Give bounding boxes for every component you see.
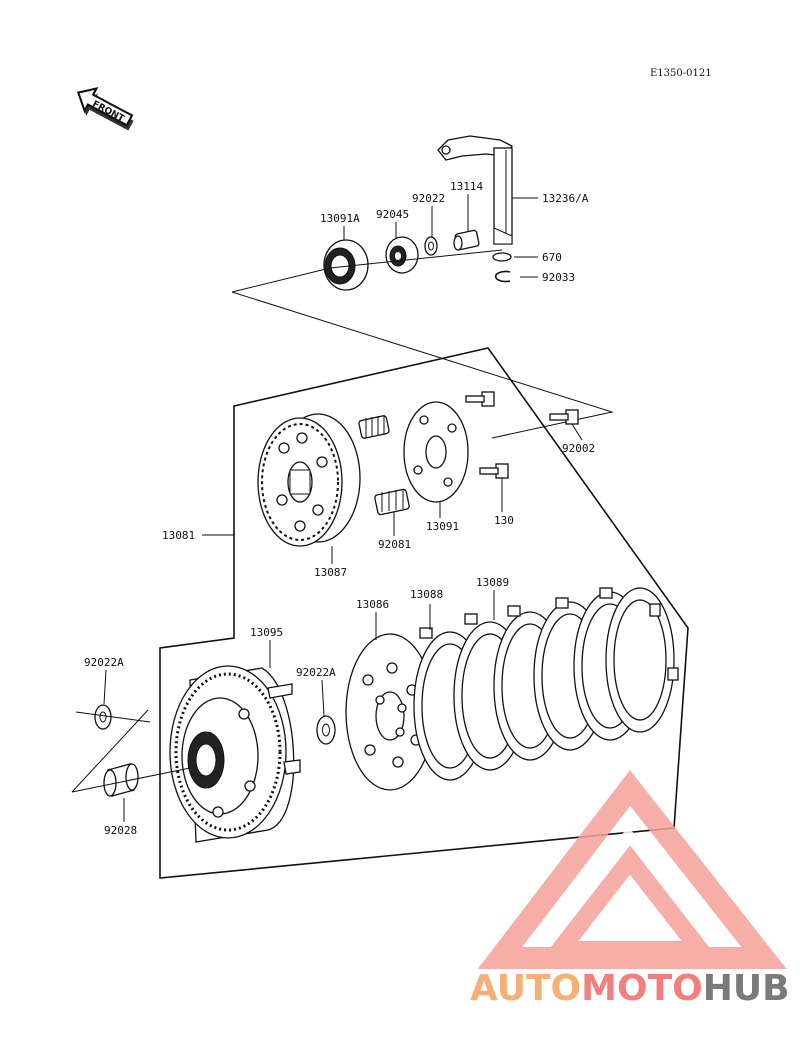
- spring-92081-top: [358, 415, 390, 439]
- friction-plates-13089: [413, 587, 679, 781]
- label-13114: 13114: [450, 180, 483, 193]
- spring-92081: [374, 488, 410, 516]
- label-13095: 13095: [250, 626, 283, 639]
- bearing-92045: [385, 236, 419, 274]
- label-13091A: 13091A: [320, 212, 360, 225]
- bolt-130: [479, 463, 509, 479]
- label-92022: 92022: [412, 192, 445, 205]
- circlip-92033: [494, 270, 511, 283]
- label-92022A-left: 92022A: [84, 656, 124, 669]
- label-130: 130: [494, 514, 514, 527]
- release-lever-13236: [437, 135, 513, 245]
- label-670: 670: [542, 251, 562, 264]
- label-92028: 92028: [104, 824, 137, 837]
- pushrod-end-13114: [453, 229, 480, 251]
- logo-hub: HUB: [703, 968, 790, 1009]
- collar-92028: [103, 763, 139, 797]
- logo-moto: MOTO: [581, 968, 703, 1009]
- washer-670: [492, 252, 512, 262]
- label-13088: 13088: [410, 588, 443, 601]
- assembly-outline-13081: [159, 347, 689, 879]
- pressure-plate-13091: [403, 401, 469, 503]
- part-labels: 13236/A 13114 92022 92045 13091A 670 920…: [84, 180, 595, 837]
- label-13086: 13086: [356, 598, 389, 611]
- leader-lines: [103, 194, 583, 822]
- washer-92022A-left: [94, 704, 112, 730]
- washer-92022A-mid: [316, 715, 336, 745]
- label-92002: 92002: [562, 442, 595, 455]
- clutch-housing-13095: [169, 665, 301, 843]
- drawing-id: E1350-0121: [650, 68, 712, 79]
- washer-92022: [424, 236, 438, 256]
- front-arrow-icon: FRONT: [77, 87, 134, 131]
- label-13087: 13087: [314, 566, 347, 579]
- label-13236A: 13236/A: [542, 192, 589, 205]
- label-92081: 92081: [378, 538, 411, 551]
- label-13089: 13089: [476, 576, 509, 589]
- seal-13091A: [323, 239, 369, 291]
- clutch-hub-13087: [257, 413, 361, 547]
- label-92033: 92033: [542, 271, 575, 284]
- logo-text: AUTOMOTOHUB: [470, 968, 790, 1009]
- label-13091: 13091: [426, 520, 459, 533]
- logo-auto: AUTO: [470, 968, 581, 1009]
- bolt-top: [465, 391, 495, 407]
- label-92022A-mid: 92022A: [296, 666, 336, 679]
- label-13081: 13081: [162, 529, 195, 542]
- automotohub-logo: AUTOMOTOHUB: [470, 770, 790, 1009]
- bolt-92002: [549, 409, 579, 425]
- pressure-plate-13086: [345, 633, 435, 791]
- label-92045: 92045: [376, 208, 409, 221]
